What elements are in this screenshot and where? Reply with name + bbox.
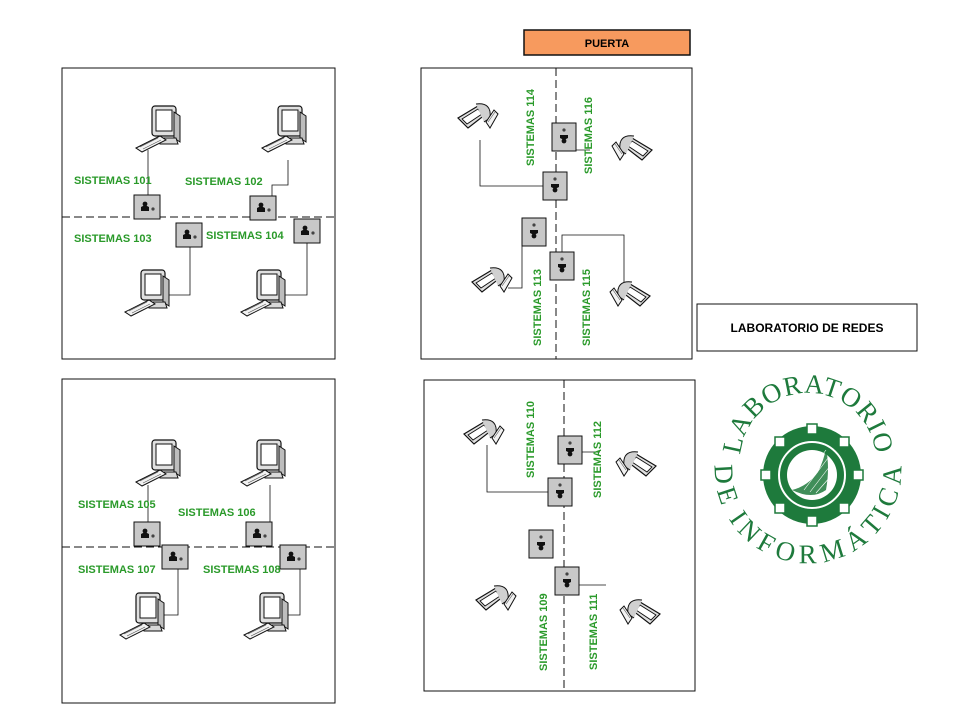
computer-icon	[240, 269, 286, 317]
network-outlet-icon	[245, 521, 273, 547]
network-outlet-icon	[554, 566, 580, 596]
computer-icon	[124, 269, 170, 317]
network-outlet-icon	[542, 171, 568, 201]
lab-title-box	[696, 303, 918, 352]
network-outlet-icon	[161, 544, 189, 570]
network-outlet-icon	[133, 521, 161, 547]
station-label-114: SISTEMAS 114	[525, 88, 537, 166]
station-label-101: SISTEMAS 101	[74, 175, 152, 187]
network-outlet-icon	[549, 251, 575, 281]
computer-icon	[475, 585, 517, 611]
computer-icon	[615, 451, 657, 477]
door-marker	[523, 29, 691, 56]
network-outlet-icon	[551, 122, 577, 152]
network-outlet-icon	[249, 195, 277, 221]
computer-icon	[240, 439, 286, 487]
network-outlet-icon	[279, 544, 307, 570]
computer-icon	[609, 281, 651, 307]
station-label-109: SISTEMAS 109	[538, 593, 550, 671]
station-label-116: SISTEMAS 116	[583, 97, 595, 174]
computer-icon	[135, 439, 181, 487]
station-label-102: SISTEMAS 102	[185, 176, 263, 188]
computer-icon	[119, 592, 165, 640]
station-label-104: SISTEMAS 104	[206, 230, 285, 242]
network-outlet-icon	[557, 435, 583, 465]
station-label-103: SISTEMAS 103	[74, 233, 152, 245]
room-d: SISTEMAS 110 SISTEMAS 112 SISTEMAS 109 S…	[423, 379, 696, 692]
network-globe-icon	[760, 423, 864, 527]
station-label-107: SISTEMAS 107	[78, 564, 156, 576]
network-outlet-icon	[547, 477, 573, 507]
computer-icon	[457, 103, 499, 129]
computer-icon	[135, 105, 181, 153]
network-outlet-icon	[293, 218, 321, 244]
station-label-115: SISTEMAS 115	[581, 269, 593, 346]
computer-icon	[243, 592, 289, 640]
room-a: SISTEMAS 101 SISTEMAS 102 SISTEMAS 103 S…	[61, 67, 336, 360]
room-c: SISTEMAS 105 SISTEMAS 106 SISTEMAS 107 S…	[61, 378, 336, 704]
network-outlet-icon	[175, 222, 203, 248]
computer-icon	[619, 599, 661, 625]
station-label-113: SISTEMAS 113	[532, 269, 544, 346]
computer-icon	[471, 267, 513, 293]
door-label: PUERTA	[585, 38, 629, 50]
station-label-106: SISTEMAS 106	[178, 507, 256, 519]
computer-icon	[611, 135, 653, 161]
room-b: SISTEMAS 114 SISTEMAS 116 SISTEMAS 113 S…	[420, 67, 693, 360]
station-label-105: SISTEMAS 105	[78, 499, 156, 511]
computer-icon	[261, 105, 307, 153]
network-outlet-icon	[528, 529, 554, 559]
station-label-110: SISTEMAS 110	[525, 401, 537, 478]
lab-logo: LABORATORIO DE INFORMÁTICA	[708, 369, 906, 570]
network-outlet-icon	[133, 194, 161, 220]
network-outlet-icon	[521, 217, 547, 247]
lab-title: LABORATORIO DE REDES	[731, 321, 884, 335]
station-label-112: SISTEMAS 112	[592, 421, 604, 498]
station-label-108: SISTEMAS 108	[203, 564, 281, 576]
station-label-111: SISTEMAS 111	[588, 594, 600, 670]
computer-icon	[463, 419, 505, 445]
